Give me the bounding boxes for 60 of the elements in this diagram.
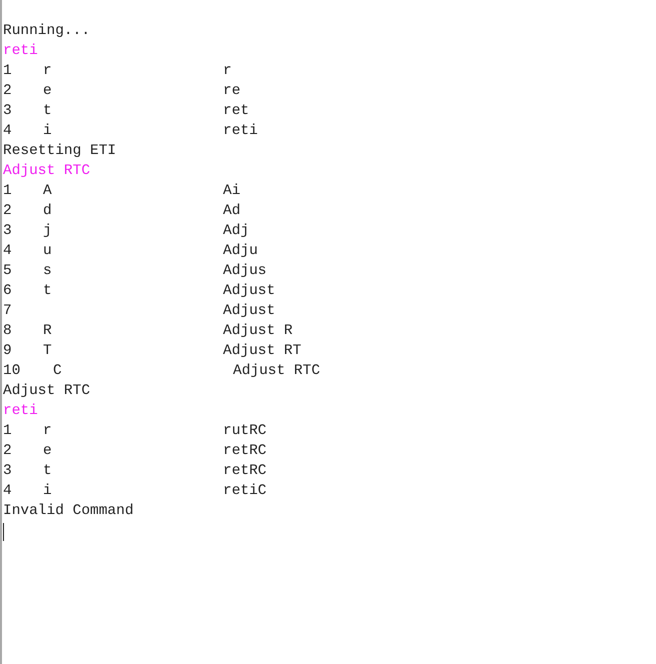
command-line: reti: [3, 42, 38, 60]
character-number: 3: [3, 462, 12, 480]
character-number: 2: [3, 202, 12, 220]
buffer-text: re: [223, 82, 240, 100]
output-line: Adjust RTC: [3, 382, 90, 400]
character-number: 4: [3, 242, 12, 260]
buffer-text: rutRC: [223, 422, 267, 440]
buffer-text: Ai: [223, 182, 240, 200]
character-number: 4: [3, 122, 12, 140]
buffer-text: Adjust: [223, 302, 276, 320]
received-character: T: [43, 342, 52, 360]
received-character: A: [43, 182, 52, 200]
character-number: 8: [3, 322, 12, 340]
buffer-text: Adjust R: [223, 322, 293, 340]
output-line: Invalid Command: [3, 502, 134, 520]
character-number: 5: [3, 262, 12, 280]
received-character: d: [43, 202, 52, 220]
received-character: j: [43, 222, 52, 240]
character-number: 4: [3, 482, 12, 500]
buffer-text: Adjus: [223, 262, 267, 280]
command-line: reti: [3, 402, 38, 420]
buffer-text: retiC: [223, 482, 267, 500]
buffer-text: Adjust RTC: [233, 362, 320, 380]
character-number: 2: [3, 442, 12, 460]
character-number: 9: [3, 342, 12, 360]
buffer-text: r: [223, 62, 232, 80]
character-number: 2: [3, 82, 12, 100]
buffer-text: Ad: [223, 202, 240, 220]
received-character: s: [43, 262, 52, 280]
buffer-text: retRC: [223, 442, 267, 460]
received-character: t: [43, 462, 52, 480]
buffer-text: ret: [223, 102, 250, 120]
received-character: R: [43, 322, 52, 340]
buffer-text: Adjust RT: [223, 342, 302, 360]
buffer-text: Adjust: [223, 282, 276, 300]
received-character: t: [43, 282, 52, 300]
buffer-text: reti: [223, 122, 258, 140]
character-number: 1: [3, 422, 12, 440]
buffer-text: retRC: [223, 462, 267, 480]
received-character: u: [43, 242, 52, 260]
character-number: 10: [3, 362, 20, 380]
received-character: e: [43, 82, 52, 100]
received-character: r: [43, 422, 52, 440]
output-line: Resetting ETI: [3, 142, 116, 160]
received-character: e: [43, 442, 52, 460]
buffer-text: Adju: [223, 242, 258, 260]
received-character: i: [43, 122, 52, 140]
character-number: 3: [3, 222, 12, 240]
character-number: 1: [3, 62, 12, 80]
character-number: 6: [3, 282, 12, 300]
received-character: C: [53, 362, 62, 380]
character-number: 7: [3, 302, 12, 320]
character-number: 3: [3, 102, 12, 120]
buffer-text: Adj: [223, 222, 250, 240]
command-line: Adjust RTC: [3, 162, 90, 180]
received-character: t: [43, 102, 52, 120]
character-number: 1: [3, 182, 12, 200]
output-line: Running...: [3, 22, 90, 40]
received-character: i: [43, 482, 52, 500]
received-character: r: [43, 62, 52, 80]
